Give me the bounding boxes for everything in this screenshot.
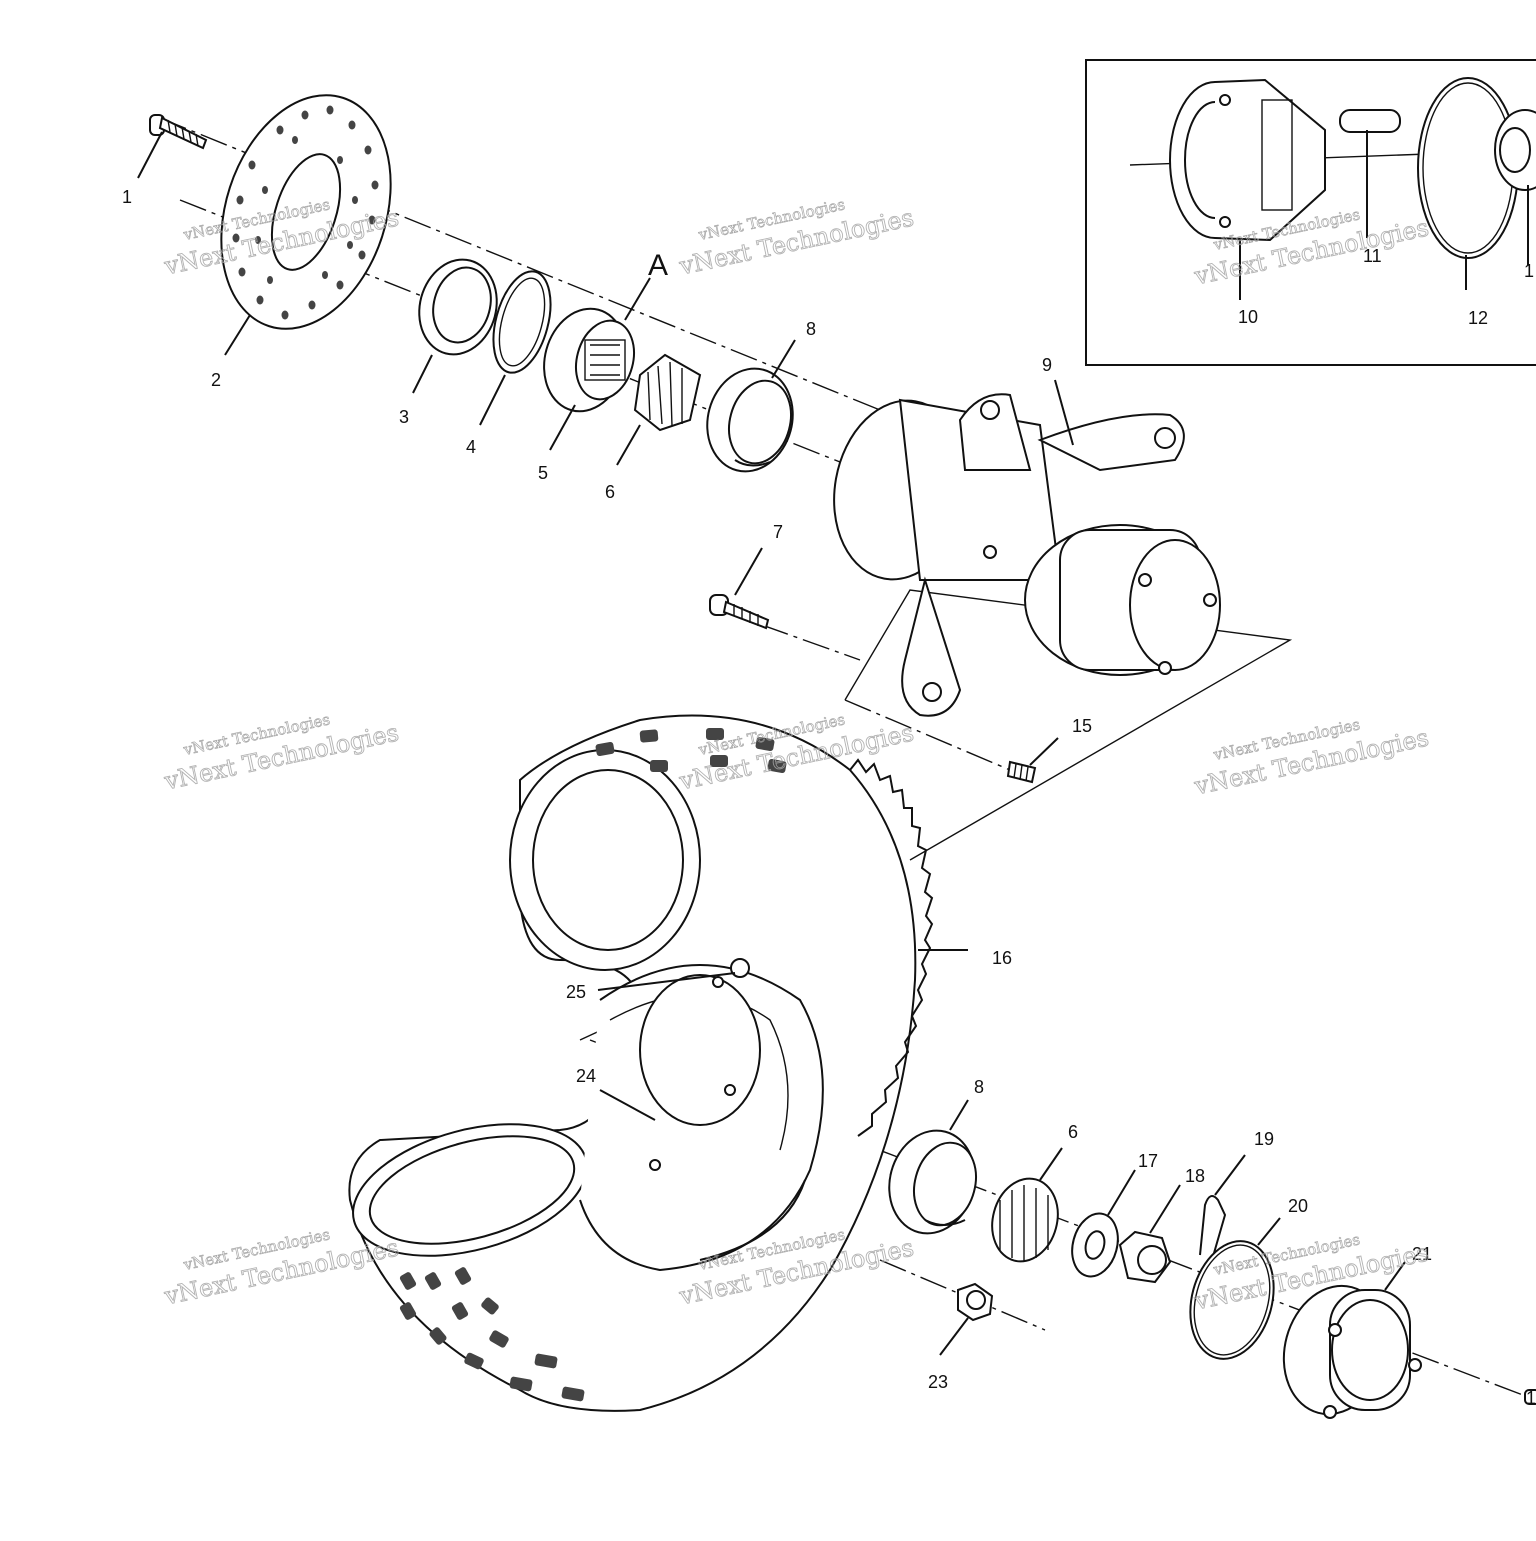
label-24: 24: [576, 1066, 596, 1086]
part-3-seal: [412, 258, 498, 394]
label-7: 7: [773, 522, 783, 542]
label-2: 2: [211, 370, 221, 390]
label-10: 10: [1238, 307, 1258, 327]
part-19-cotter-pin: [1199, 1154, 1246, 1261]
part-8-race-lower: [888, 1099, 977, 1235]
part-23-lug-nut: [939, 1282, 994, 1356]
label-13-partial: 1: [1524, 261, 1534, 281]
label-6-lower: 6: [1068, 1122, 1078, 1142]
label-17: 17: [1138, 1151, 1158, 1171]
label-12: 12: [1468, 308, 1488, 328]
label-25: 25: [566, 982, 586, 1002]
part-2-brake-disc: [220, 94, 392, 356]
part-5-clutch: [543, 277, 651, 451]
part-17-washer: [1071, 1169, 1136, 1278]
part-20-o-ring: [1189, 1217, 1281, 1360]
label-6-upper: 6: [605, 482, 615, 502]
label-23: 23: [928, 1372, 948, 1392]
part-1-screw: [137, 114, 208, 179]
part-16-tire: [348, 714, 968, 1412]
label-5: 5: [538, 463, 548, 483]
label-19: 19: [1254, 1129, 1274, 1149]
label-4: 4: [466, 437, 476, 457]
watermark-2: vNext Technologies vNext Technologies: [676, 195, 917, 281]
label-3: 3: [399, 407, 409, 427]
part-15-set-screw: [1006, 737, 1059, 784]
watermark-6: vNext Technologies vNext Technologies: [1191, 715, 1432, 801]
label-16: 16: [992, 948, 1012, 968]
watermark-4: vNext Technologies vNext Technologies: [161, 710, 402, 796]
label-11: 11: [1363, 246, 1382, 266]
label-8-lower: 8: [974, 1077, 984, 1097]
part-edge-screw: [1524, 1389, 1536, 1405]
part-6-bearing-upper: [616, 353, 702, 466]
label-9: 9: [1042, 355, 1052, 375]
label-8-upper: 8: [806, 319, 816, 339]
part-18-castle-nut: [1118, 1184, 1181, 1284]
part-4-snap-ring: [479, 270, 552, 426]
label-20: 20: [1288, 1196, 1308, 1216]
label-22-partial: 1: [1526, 1388, 1536, 1408]
part-8-race-upper: [706, 339, 796, 473]
label-18: 18: [1185, 1166, 1205, 1186]
label-15: 15: [1072, 716, 1092, 736]
part-9-hub-carrier: [833, 379, 1221, 717]
part-6-bearing-lower: [991, 1147, 1063, 1263]
label-1: 1: [122, 187, 132, 207]
callout-a: A: [648, 249, 668, 282]
detail-inset: [1085, 59, 1536, 366]
part-7-bolt: [709, 547, 770, 630]
part-labels: A 1 2 3 4 5 6 7 8 9 10 11 12 1 15 16 25 …: [122, 187, 1536, 1408]
label-21: 21: [1412, 1244, 1432, 1264]
part-21-hub-cap: [1282, 1261, 1422, 1419]
